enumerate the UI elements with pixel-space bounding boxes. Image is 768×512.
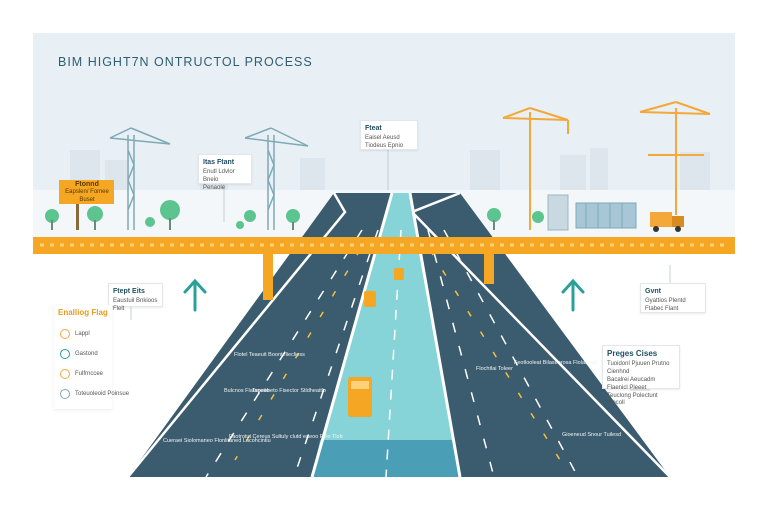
- page-title: BIM HIGHT7N ONTRUCTOL PROCESS: [58, 55, 313, 69]
- road-label-line: Bilasenrosa: [542, 360, 572, 366]
- road-label-line: Faotrotut Cereus: [229, 434, 271, 440]
- callout-line: Tiodeus Epnio: [365, 142, 404, 149]
- sign-line: Eapslen/ Fomee: [65, 189, 109, 196]
- legend-marker-icon: [60, 349, 70, 359]
- callout-title: Preges Cises: [607, 349, 658, 358]
- callout-mid-left: Ftept Eits Eaustuil Bnkioos Flelt: [108, 283, 163, 312]
- road-label-line: Toleer: [497, 366, 513, 372]
- tower-crane-icon: [109, 127, 171, 230]
- road-label-line: Sultuly clutd: [271, 434, 302, 440]
- callout-line: Eaustuil Bnkioos Flelt: [113, 298, 158, 312]
- route-sign-icon: [59, 180, 114, 230]
- road-label-line: Flonlitaned: [214, 438, 242, 444]
- legend-panel: Enalliog Flag Lappl Gastond Fulfrnccee T…: [54, 305, 129, 409]
- callout-line: Gyattios Plentd: [645, 298, 686, 305]
- road-label-line: Feotlooleat: [514, 360, 542, 366]
- road-label-line: Tuilesd: [603, 432, 622, 438]
- callout-progress: Preges Cises Tuoidonl Pjuuen Prutno Cien…: [602, 345, 680, 406]
- road-label-line: Flolaanod: [573, 360, 598, 366]
- truck-icon: [650, 212, 684, 232]
- road-label-line: Flochtlai: [476, 366, 497, 372]
- legend-marker-icon: [60, 389, 70, 399]
- callout-title: Gvnt: [645, 288, 661, 295]
- tower-crane-icon: [502, 107, 569, 230]
- road-label: Flotel Teaeuit Boonteliecliess: [234, 352, 305, 359]
- legend-list: Lappl Gastond Fulfrnccee Toteuoleoid Poi…: [60, 329, 129, 409]
- road-label: Bulcnos Flatanoite: [224, 388, 269, 395]
- callout-line: Ftabec Flant: [645, 305, 679, 312]
- callout-line: Enutl Ldvlor Bnelo: [203, 169, 235, 183]
- callout-mid-right: Gvnt Gyattios Plentd Ftabec Flant: [640, 283, 706, 313]
- legend-label: Fulfrnccee: [75, 371, 104, 377]
- up-arrow-icon: [183, 278, 207, 312]
- callout-line: Tuoidonl Pjuuen Prutno Cienhnd: [607, 361, 670, 376]
- callout-top-left: Itas Ftant Enutl Ldvlor Bnelo Penaole: [198, 154, 252, 191]
- callout-top-center: Fteat Eaisel Aeusd Tiodeus Epnio: [360, 120, 418, 150]
- vehicle-icon: [348, 268, 404, 417]
- sign-line: Buset: [79, 196, 95, 203]
- road-label-line: Cueraei Siolomaneo: [163, 438, 213, 444]
- tower-crane-icon: [639, 101, 711, 215]
- road-label-line: Flatanoite: [245, 388, 270, 394]
- legend-label: Toteuoleoid Poinsue: [75, 391, 130, 397]
- tree-icon: [45, 200, 544, 230]
- road-label: Cueraei Siolomaneo Flonlitaned Lacohcint…: [163, 438, 271, 445]
- tower-crane-icon: [244, 127, 309, 230]
- callout-title: Ftept Eits: [113, 288, 145, 295]
- bridge-icon: [33, 237, 735, 300]
- callout-line: Teuclong Polectunt Piocoll: [607, 392, 658, 407]
- legend-label: Gastond: [75, 351, 98, 357]
- road-label: Faotrotut Cereus Sultuly clutd eaeoo Fel…: [229, 434, 343, 441]
- road-label: Gioeneud Snour Tuilesd: [562, 432, 621, 439]
- up-arrow-icon: [561, 278, 585, 312]
- sky-background: [33, 33, 735, 193]
- road-label-line: Boonteliecliess: [268, 352, 305, 358]
- road-label-line: Lacohcintiu: [242, 438, 271, 444]
- legend-title: Enalliog Flag: [58, 308, 108, 317]
- route-sign-label: Ftonnd Eapslen/ Fomee Buset: [61, 181, 113, 204]
- road-label-line: Stldheaitlo: [300, 388, 326, 394]
- legend-label: Lappl: [75, 331, 90, 337]
- road-label-line: eaeoo Felo Tlob: [303, 434, 343, 440]
- road-label-line: Tepeebeto Fisector: [252, 388, 299, 394]
- road-label: Tepeebeto Fisector Stldheaitlo: [252, 388, 326, 395]
- callout-line: Penaole: [203, 184, 226, 191]
- callout-title: Fteat: [365, 125, 382, 132]
- callout-title: Itas Ftant: [203, 159, 235, 166]
- building-icon: [547, 194, 637, 231]
- road-label: Flochtlai Toleer: [476, 366, 513, 373]
- callout-line: Eaisel Aeusd: [365, 135, 400, 142]
- legend-marker-icon: [60, 369, 70, 379]
- road-label: Feotlooleat Bilasenrosa Flolaanod: [514, 360, 597, 367]
- sign-title: Ftonnd: [75, 181, 99, 188]
- legend-marker-icon: [60, 329, 70, 339]
- road-label-line: Bulcnos: [224, 388, 244, 394]
- road-label-line: Gioeneud Snour: [562, 432, 603, 438]
- callout-line: Bacalrei Aeucadm Flaenicl Pleeet: [607, 376, 656, 391]
- road-label-line: Flotel Teaeuit: [234, 352, 267, 358]
